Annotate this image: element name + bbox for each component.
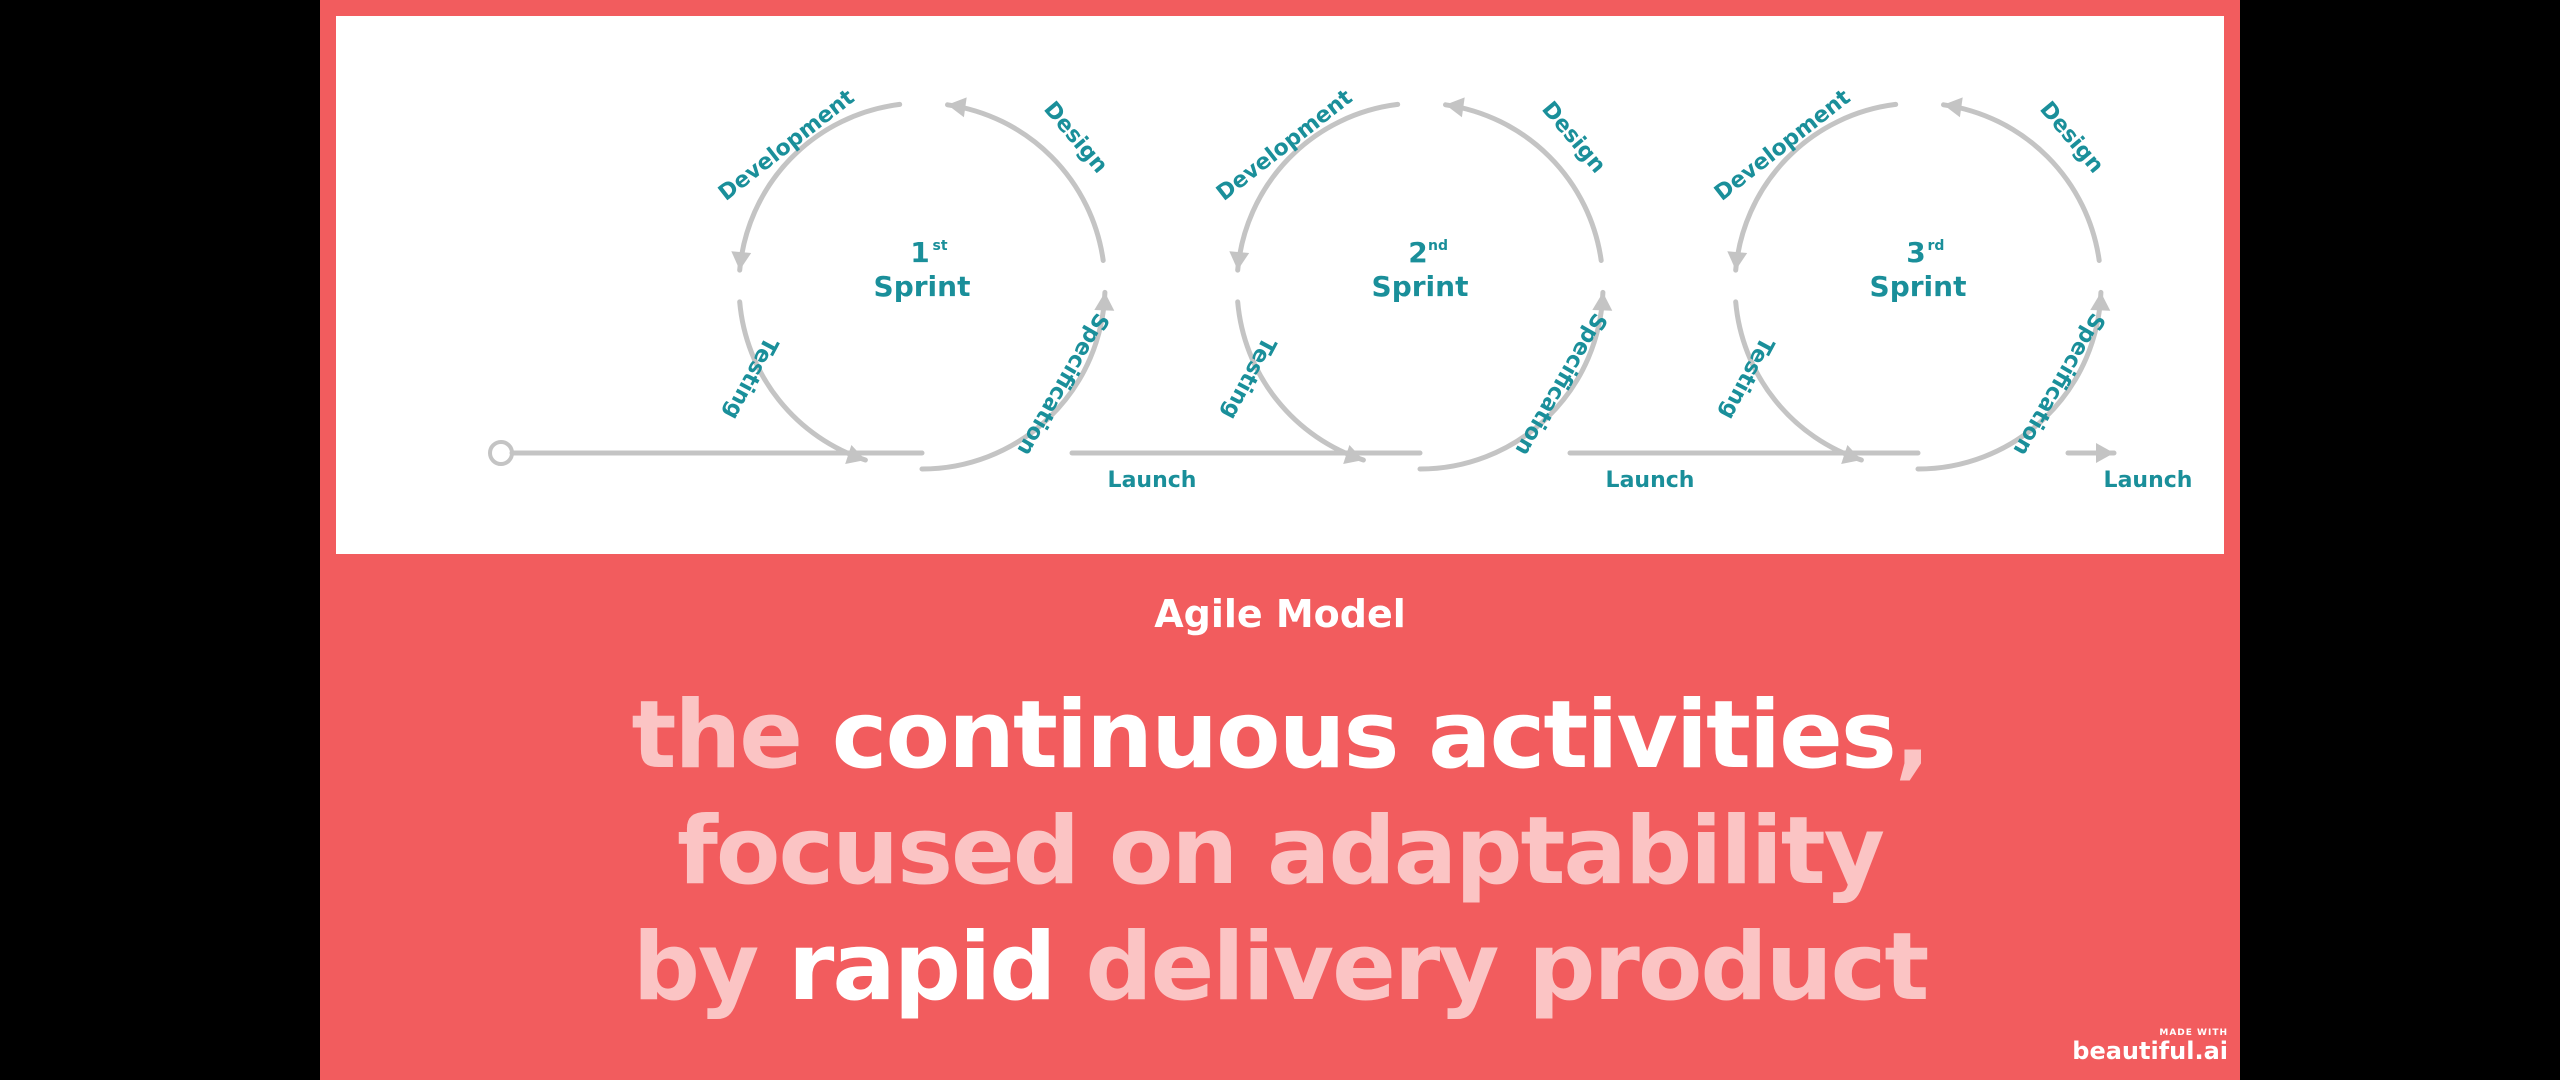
phase-label-design: Design: [1038, 97, 1112, 178]
sprint-number: 1: [910, 236, 929, 269]
arrow-head: [1094, 292, 1115, 311]
phase-label-specification: Specification: [2008, 309, 2110, 460]
cycle-arc: [737, 299, 868, 463]
cycle-arc: [1941, 102, 2102, 263]
arrow-head: [1229, 251, 1250, 271]
sprint-title: Sprint: [1372, 270, 1469, 303]
cycle-arc: [737, 101, 903, 273]
diagram-tracks: [488, 97, 2117, 472]
arrow-head: [2096, 443, 2114, 463]
arrow-head: [1841, 445, 1862, 464]
sprint-ordinal-suffix: rd: [1928, 238, 1945, 254]
headline-emphasis: rapid: [788, 913, 1057, 1022]
specification-arc: [1417, 289, 1606, 472]
headline-line-3: by rapid delivery product: [320, 910, 2240, 1026]
phase-label-launch: Launch: [1606, 468, 1695, 493]
cycle-arc: [1733, 101, 1899, 273]
sprint-title: Sprint: [874, 270, 971, 303]
headline-line-1: the continuous activities,: [320, 678, 2240, 794]
headline-line-2: focused on adaptability: [320, 794, 2240, 910]
phase-label-launch: Launch: [2104, 468, 2193, 493]
headline-emphasis: continuous activities: [831, 681, 1897, 790]
badge-caption: MADE WITH: [2159, 1028, 2228, 1038]
headline-text: ,: [1894, 681, 1931, 790]
badge-brand-logo: beautiful.ai: [2072, 1037, 2228, 1065]
arrow-head: [845, 445, 866, 464]
phase-label-specification: Specification: [1012, 309, 1114, 460]
arrow-head: [731, 251, 752, 271]
phase-label-development: Development: [714, 85, 860, 207]
cycle-arc: [1443, 102, 1604, 263]
start-node: [488, 440, 514, 466]
specification-arc: [1915, 289, 2104, 472]
made-with-badge[interactable]: MADE WITH beautiful.ai: [2072, 1028, 2228, 1064]
sprint-ordinal-suffix: st: [932, 238, 947, 254]
headline-text: delivery product: [1054, 913, 1929, 1022]
sprint-number: 3: [1906, 236, 1925, 269]
phase-label-specification: Specification: [1510, 309, 1612, 460]
cycle-arc: [945, 102, 1106, 263]
arrow-head: [1943, 97, 1963, 118]
headline-text: the: [631, 681, 832, 790]
slide-subtitle: Agile Model: [1154, 592, 1406, 636]
phase-label-launch: Launch: [1108, 468, 1197, 493]
sprint-number: 2: [1408, 236, 1427, 269]
phase-label-design: Design: [2034, 97, 2108, 178]
headline-text: focused on adaptability: [676, 797, 1885, 906]
phase-label-development: Development: [1710, 85, 1856, 207]
sprint-ordinal-suffix: nd: [1428, 238, 1448, 254]
specification-arc: [919, 289, 1108, 472]
arrow-head: [1445, 97, 1465, 118]
arrow-head: [1727, 251, 1748, 271]
phase-label-design: Design: [1536, 97, 1610, 178]
arrow-head: [1343, 445, 1364, 464]
arrow-head: [947, 97, 967, 118]
sprint-title: Sprint: [1870, 270, 1967, 303]
cycle-arc: [1733, 299, 1864, 463]
slide-headline: the continuous activities, focused on ad…: [320, 678, 2240, 1026]
headline-text: by: [632, 913, 788, 1022]
arrow-head: [2090, 292, 2111, 311]
cycle-arc: [1235, 101, 1401, 273]
phase-label-development: Development: [1212, 85, 1358, 207]
cycle-arc: [1235, 299, 1366, 463]
arrow-head: [1592, 292, 1613, 311]
